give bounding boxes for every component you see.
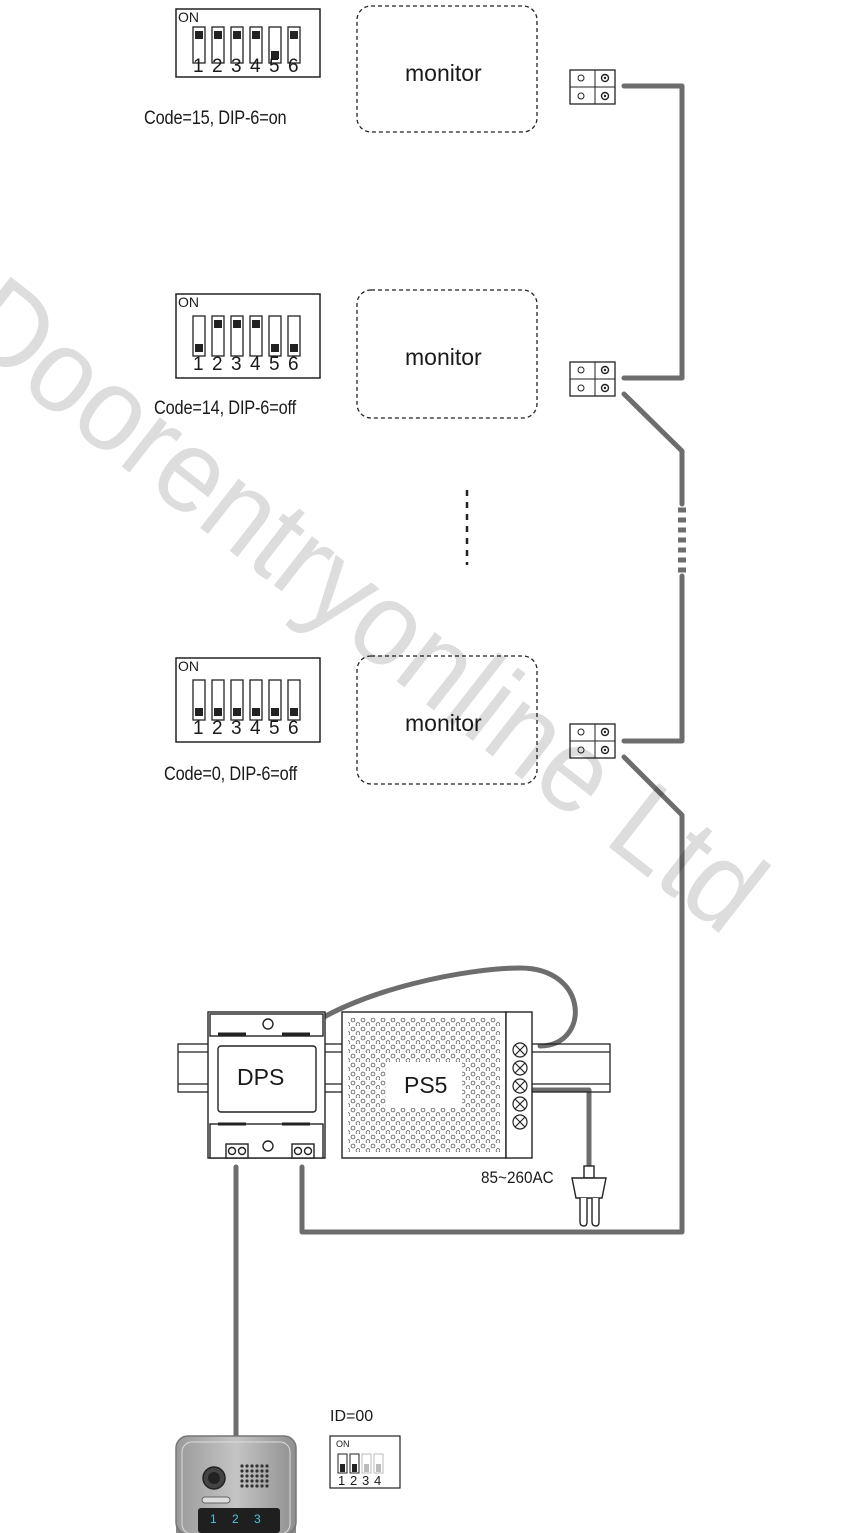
mains-plug-icon [571,1165,607,1227]
dip-lever-off [252,708,260,716]
ps5-terminals [512,1042,528,1130]
dip-lever-off [290,344,298,352]
terminal-block [569,69,616,105]
dps-module [207,1011,326,1159]
dip-lever-off [271,344,279,352]
door-dip-number: 4 [374,1473,382,1488]
ps5-label: PS5 [404,1072,448,1098]
door-station-dip [329,1435,401,1489]
door-station-id-label: ID=00 [330,1408,374,1425]
dip-on-label-1: ON [178,9,199,25]
dip-lever-off [195,344,203,352]
dip-lever-off [214,708,222,716]
keypad-panel [198,1508,280,1533]
dip-lever-on [214,31,222,39]
dip-number: 6 [288,718,299,739]
door-station-dip-on-label: ON [336,1439,350,1449]
terminal-blocks [569,69,616,759]
dip-number: 1 [193,56,204,77]
monitor-3-caption: Code=0, DIP-6=off [164,764,298,785]
dip-lever-on [233,320,241,328]
monitor-1-label: monitor [405,60,482,86]
monitor-3-label: monitor [405,710,482,736]
mains-wire [527,1087,592,1177]
dip-number: 4 [250,354,261,375]
dip-number: 1 [193,354,204,375]
door-station [175,1435,297,1533]
keypad-key[interactable]: 2 [232,1512,239,1526]
ps5-module [341,1011,533,1159]
bus-wire-continued [621,573,685,744]
dip-number: 2 [212,718,223,739]
dip-lever-off [290,708,298,716]
door-dip-number: 2 [350,1473,358,1488]
dip-lever-off [195,708,203,716]
dps-label: DPS [237,1064,285,1090]
keypad-key[interactable]: 3 [254,1512,261,1526]
dip-lever-on [290,31,298,39]
terminal-block [569,723,616,759]
monitor-1-caption: Code=15, DIP-6=on [144,108,287,129]
dip-number: 1 [193,718,204,739]
door-dip-number: 1 [338,1473,346,1488]
dip-number: 4 [250,718,261,739]
dip-number: 3 [231,354,242,375]
dip-lever-off [271,708,279,716]
dip-number: 5 [269,354,280,375]
ps5-input-label: 85~260AC [481,1168,554,1187]
dip-number: 6 [288,56,299,77]
dps-ps5-wire [297,965,578,1049]
dip-lever-on [214,320,222,328]
bus-wire-1-2 [621,83,685,381]
bus-wires [233,83,685,1461]
dip-number: 3 [231,56,242,77]
dip-lever-on [233,31,241,39]
door-dip-number: 3 [362,1473,370,1488]
dip-number: 3 [231,718,242,739]
dip-number: 2 [212,56,223,77]
dip-number: 2 [212,354,223,375]
keypad-key[interactable]: 1 [210,1512,217,1526]
dip-number: 5 [269,718,280,739]
dip-number: 6 [288,354,299,375]
dip-on-label-3: ON [178,658,199,674]
dip-lever-off [271,51,279,59]
bus-wire-2-down [621,391,685,507]
bus-dotted-section [678,507,686,573]
monitor-box-2 [356,289,538,419]
terminal-block [569,361,616,397]
dip-on-label-2: ON [178,294,199,310]
bus-wire-3-dps [299,754,685,1235]
dip-number: 5 [269,56,280,77]
dip-lever-off [233,708,241,716]
dip-levers [192,26,301,721]
dip-number: 4 [250,56,261,77]
dip-lever-on [195,31,203,39]
dip-lever-on [252,31,260,39]
speaker-grille [240,1464,269,1488]
monitor-2-label: monitor [405,344,482,370]
monitor-2-caption: Code=14, DIP-6=off [154,398,296,419]
dip-lever-on [252,320,260,328]
monitor-box-3 [356,655,538,785]
